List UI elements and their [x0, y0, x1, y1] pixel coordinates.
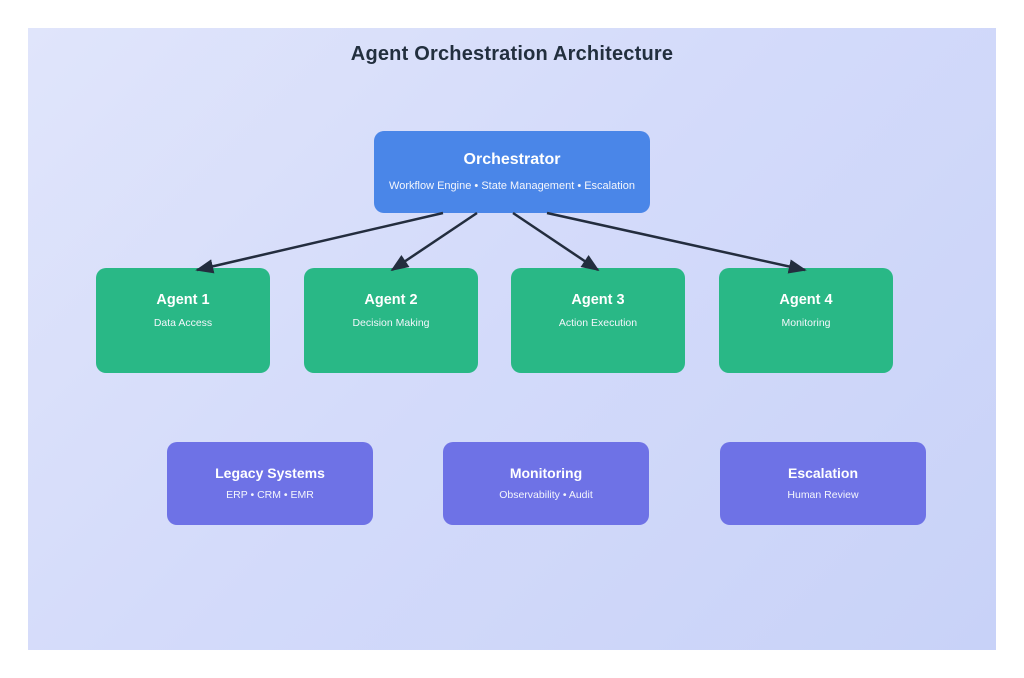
node-monitoring: Monitoring Observability • Audit [443, 442, 649, 525]
node-agent-2: Agent 2 Decision Making [304, 268, 478, 373]
agent-4-title: Agent 4 [779, 292, 833, 308]
node-agent-1: Agent 1 Data Access [96, 268, 270, 373]
node-legacy-systems: Legacy Systems ERP • CRM • EMR [167, 442, 373, 525]
agent-1-subtitle: Data Access [153, 316, 213, 329]
legacy-systems-subtitle: ERP • CRM • EMR [226, 489, 314, 501]
monitoring-subtitle: Observability • Audit [499, 489, 593, 501]
node-agent-3: Agent 3 Action Execution [511, 268, 685, 373]
legacy-systems-title: Legacy Systems [215, 465, 325, 481]
agent-3-subtitle: Action Execution [558, 316, 638, 329]
escalation-subtitle: Human Review [787, 489, 859, 501]
agent-2-subtitle: Decision Making [352, 316, 430, 329]
orchestrator-title: Orchestrator [463, 151, 561, 168]
agent-1-title: Agent 1 [156, 292, 210, 308]
monitoring-title: Monitoring [509, 465, 583, 481]
node-escalation: Escalation Human Review [720, 442, 926, 525]
diagram-title: Agent Orchestration Architecture [350, 43, 674, 65]
node-orchestrator: Orchestrator Workflow Engine • State Man… [374, 131, 650, 213]
agent-3-title: Agent 3 [571, 292, 625, 308]
agent-2-title: Agent 2 [364, 292, 418, 308]
orchestrator-subtitle: Workflow Engine • State Management • Esc… [389, 180, 635, 192]
node-agent-4: Agent 4 Monitoring [719, 268, 893, 373]
escalation-title: Escalation [787, 465, 859, 481]
agent-4-subtitle: Monitoring [781, 316, 831, 329]
